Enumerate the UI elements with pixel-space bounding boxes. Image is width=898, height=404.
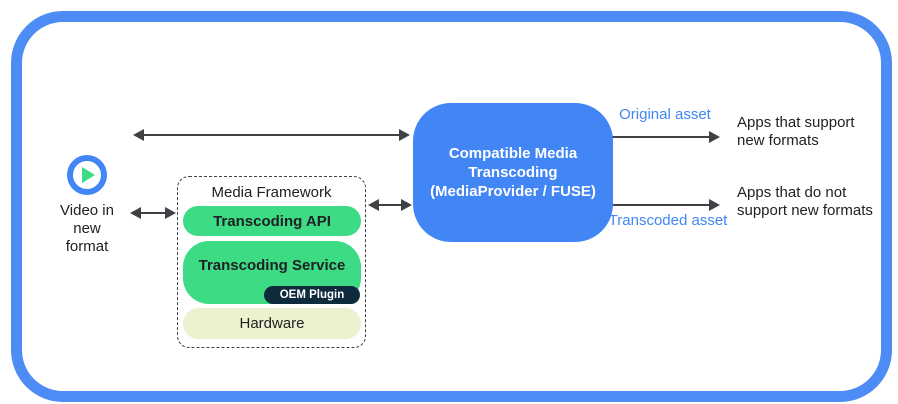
arrow-original-asset <box>610 131 720 143</box>
transcoding-service-layer: Transcoding Service OEM Plugin <box>183 241 361 304</box>
hardware-label: Hardware <box>239 315 305 332</box>
video-play-icon <box>67 155 107 195</box>
apps-no-support-label: Apps that do not support new formats <box>737 184 873 219</box>
media-framework-title: Media Framework <box>211 184 332 201</box>
arrow-source-to-transcoding <box>133 129 410 141</box>
original-asset-label: Original asset <box>619 106 711 123</box>
diagram-border <box>11 11 892 402</box>
arrow-transcoded-asset <box>610 199 720 211</box>
video-source-label: Video in new format <box>60 202 114 255</box>
transcoding-api-layer: Transcoding API <box>183 206 361 236</box>
arrow-source-to-framework <box>130 207 176 219</box>
transcoding-service-label: Transcoding Service <box>198 257 346 274</box>
apps-support-label: Apps that support new formats <box>737 114 855 149</box>
oem-plugin-badge: OEM Plugin <box>264 286 360 304</box>
arrow-framework-to-transcoding <box>368 199 412 211</box>
play-triangle-icon <box>82 167 95 183</box>
transcoded-asset-label: Transcoded asset <box>608 212 728 229</box>
transcoding-api-label: Transcoding API <box>213 212 331 230</box>
hardware-layer: Hardware <box>183 308 361 339</box>
compatible-media-transcoding-box: Compatible Media Transcoding (MediaProvi… <box>413 103 613 242</box>
media-framework-box: Media Framework Transcoding API Transcod… <box>177 176 366 348</box>
